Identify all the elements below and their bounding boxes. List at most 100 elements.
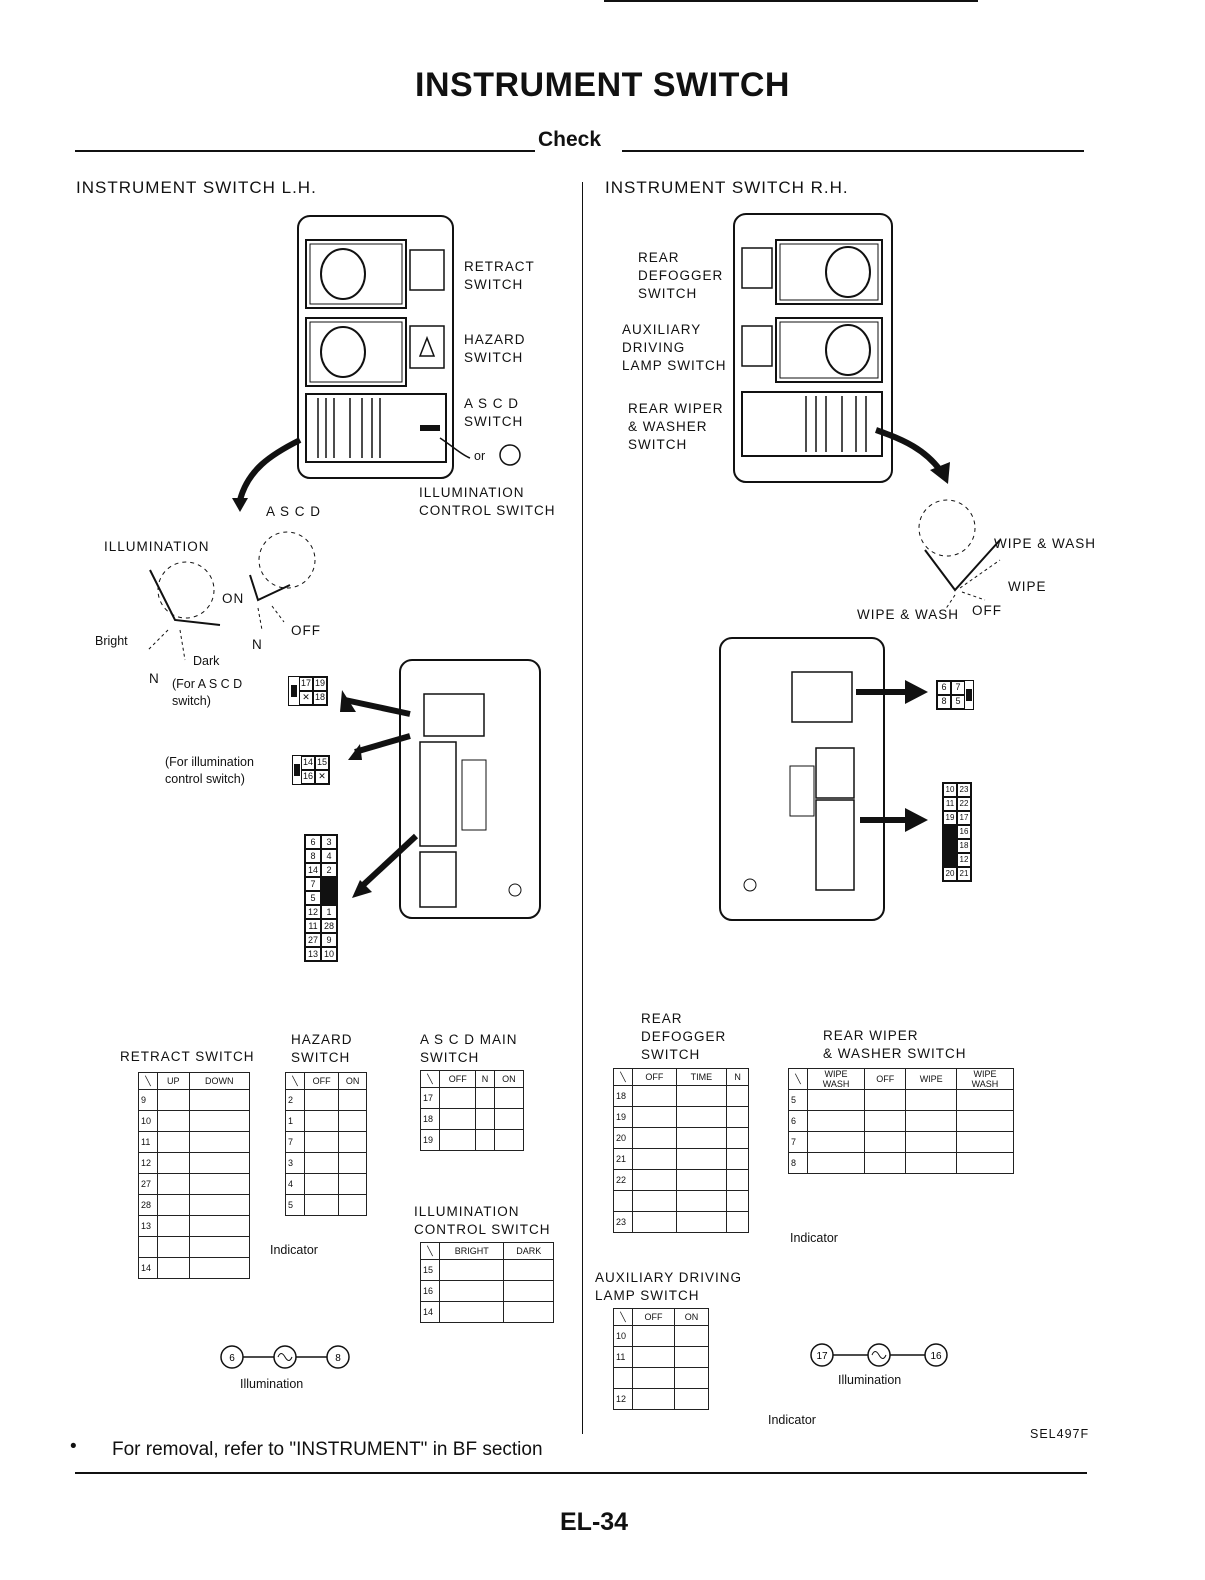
table-cell <box>438 1108 477 1130</box>
rh-illumination-label: Illumination <box>838 1373 902 1387</box>
table-cell <box>675 1148 728 1170</box>
table-row: 15 <box>420 1259 554 1281</box>
rh-illum-pin-a: 17 <box>816 1351 828 1362</box>
table-cell <box>632 1211 677 1233</box>
table-cell <box>955 1089 1015 1111</box>
table-row-terminal: 7 <box>285 1131 305 1153</box>
table-row: 10 <box>138 1110 251 1132</box>
table-cell <box>493 1129 525 1151</box>
table-row-terminal: 21 <box>613 1148 633 1170</box>
connector-pin <box>321 877 337 891</box>
connector-pin: 17 <box>957 811 971 825</box>
table-row-terminal: 19 <box>420 1129 440 1151</box>
table-cell <box>338 1089 367 1111</box>
table-row-terminal: 5 <box>788 1089 808 1111</box>
connector-pin: 2 <box>321 863 337 877</box>
table-cell <box>157 1236 190 1258</box>
table-column-header: DOWN <box>188 1072 251 1090</box>
connector-pin: 19 <box>943 811 957 825</box>
table-row-terminal <box>138 1236 158 1258</box>
table-row-terminal: 14 <box>420 1301 440 1323</box>
table-cell <box>674 1346 709 1368</box>
table-cell <box>338 1194 367 1216</box>
table-corner: ╲ <box>420 1242 440 1260</box>
table-cell <box>726 1106 749 1128</box>
table-column-header: ON <box>493 1070 525 1088</box>
table-cell <box>338 1110 367 1132</box>
table-row: 12 <box>138 1152 251 1174</box>
table-row: 11 <box>613 1346 709 1368</box>
table-cell <box>675 1106 728 1128</box>
ascd-main-table-label: A S C D MAIN SWITCH <box>420 1032 518 1065</box>
table-row: 6 <box>788 1110 1015 1132</box>
table-cell <box>157 1194 190 1216</box>
defogger-indicator-label: Indicator <box>790 1231 838 1245</box>
table-cell <box>157 1131 190 1153</box>
table-cell <box>157 1173 190 1195</box>
table-cell <box>188 1131 251 1153</box>
table-row: 17 <box>420 1087 525 1109</box>
table-cell <box>438 1280 505 1302</box>
table-cell <box>303 1194 340 1216</box>
connector-pin: 22 <box>957 797 971 811</box>
table-row-terminal <box>613 1367 633 1389</box>
table-cell <box>303 1110 340 1132</box>
table-row-terminal: 5 <box>285 1194 305 1216</box>
connector-pin: 28 <box>321 919 337 933</box>
illumination-label: ILLUMINATION <box>104 539 210 554</box>
table-cell <box>864 1089 907 1111</box>
table-cell <box>157 1110 190 1132</box>
connector-pin: 14 <box>305 863 321 877</box>
table-cell <box>905 1131 957 1153</box>
footer-rule <box>75 1472 1087 1474</box>
table-cell <box>188 1173 251 1195</box>
table-column-header: DARK <box>503 1242 554 1260</box>
table-row-terminal: 19 <box>613 1106 633 1128</box>
table-cell <box>726 1190 749 1212</box>
connector-pin: 6 <box>305 835 321 849</box>
table-row: 2 <box>285 1089 367 1111</box>
table-row: 18 <box>420 1108 525 1130</box>
connector-pin <box>943 839 957 853</box>
connector-pin: 10 <box>321 947 337 961</box>
rh-switch-drawing <box>719 213 1001 921</box>
connector-pin: 11 <box>943 797 957 811</box>
table-cell <box>864 1152 907 1174</box>
table-cell <box>632 1127 677 1149</box>
connector-pin: 3 <box>321 835 337 849</box>
lh-illum-pin-a: 6 <box>229 1353 235 1364</box>
for-illum-label: (For illumination control switch) <box>165 755 254 786</box>
table-row <box>613 1367 709 1389</box>
lh-switch-drawing <box>147 215 541 919</box>
table-row: 18 <box>613 1085 749 1107</box>
table-row: 21 <box>613 1148 749 1170</box>
table-row-terminal: 28 <box>138 1194 158 1216</box>
connector-pin <box>943 853 957 867</box>
table-row-terminal: 23 <box>613 1211 633 1233</box>
wiper-table-label: REAR WIPER & WASHER SWITCH <box>823 1028 967 1061</box>
table-row-terminal: 3 <box>285 1152 305 1174</box>
lh-heading: INSTRUMENT SWITCH L.H. <box>76 178 317 197</box>
table-cell <box>475 1087 495 1109</box>
connector-pin <box>321 891 337 905</box>
table-row: 13 <box>138 1215 251 1237</box>
ascd-label: A S C D SWITCH <box>464 396 524 429</box>
table-column-header: OFF <box>632 1068 677 1086</box>
rh-illumination-symbol: 17 16 <box>810 1343 948 1367</box>
connector-pin: 27 <box>305 933 321 947</box>
rule-right <box>622 150 1084 152</box>
on-label: ON <box>222 591 245 606</box>
table-row-terminal: 10 <box>138 1110 158 1132</box>
table-cell <box>438 1129 477 1151</box>
table-column-header: UP <box>157 1072 190 1090</box>
table-cell <box>157 1257 190 1279</box>
connector-pin: 21 <box>957 867 971 881</box>
aux-table-label: AUXILIARY DRIVING LAMP SWITCH <box>595 1270 743 1303</box>
table-cell <box>188 1152 251 1174</box>
table-column-header: OFF <box>864 1068 907 1090</box>
